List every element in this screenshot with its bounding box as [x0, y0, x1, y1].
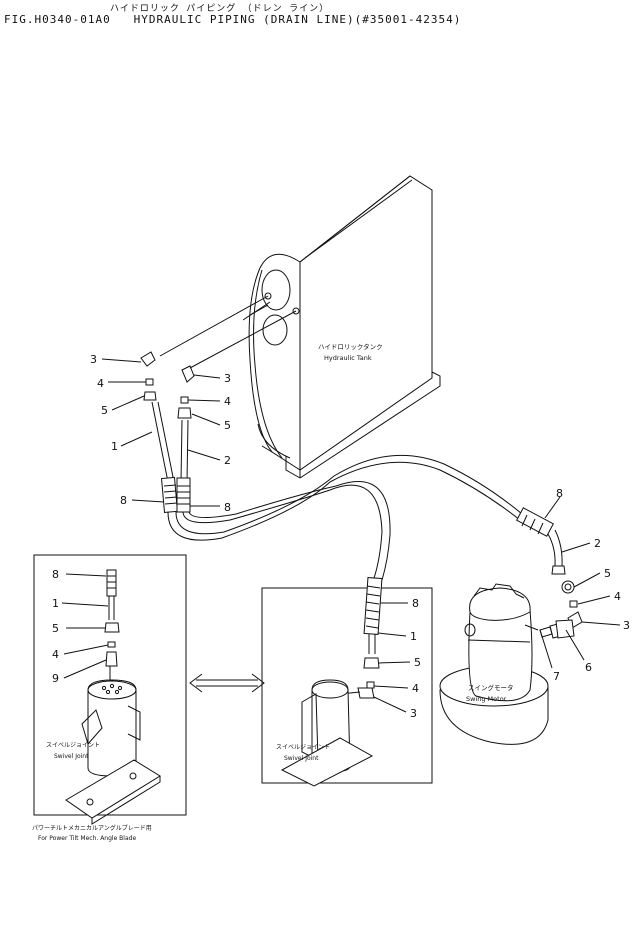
- double-arrow: [189, 673, 265, 693]
- figure-title: HYDRAULIC PIPING (DRAIN LINE)(#35001-423…: [133, 13, 462, 26]
- tank-label-en: Hydraulic Tank: [324, 354, 372, 362]
- callout-8-top-left: 8: [120, 494, 127, 507]
- callout-4-inset-center: 4: [412, 682, 419, 695]
- inset-standard: スイベルジョイント Swivel Joint: [261, 531, 433, 787]
- tank-label-jp: ハイドロリックタンク: [318, 342, 383, 351]
- callout-3-top-left: 3: [90, 353, 97, 366]
- figure-number: FIG.H0340-01A0: [4, 13, 111, 26]
- swivel-joint-label-jp-1: スイベルジョイント: [46, 742, 100, 749]
- callout-4-top-left: 4: [97, 377, 104, 390]
- note-label-en: For Power Tilt Mech. Angle Blade: [38, 835, 136, 842]
- callout-8-inset-left: 8: [52, 568, 59, 581]
- callout-7-motor: 7: [553, 670, 560, 683]
- leader-lines: [61, 358, 621, 713]
- inset-box-center: [261, 587, 433, 784]
- callout-5-top-right: 5: [224, 419, 231, 432]
- callout-3-top-right: 3: [224, 372, 231, 385]
- inset-power-tilt: スイベルジョイント Swivel Joint パワーチルトメカニカルアングルブレ…: [32, 554, 187, 842]
- callout-3-inset-center: 3: [410, 707, 417, 720]
- callout-8-top-right: 8: [224, 501, 231, 514]
- callout-9-inset-left: 9: [52, 672, 59, 685]
- callout-numbers: 3 4 5 1 8 3 4 5 2 8 8 2 5 4 3 7 6 8 1 5 …: [52, 353, 630, 720]
- callout-5-top-left: 5: [101, 404, 108, 417]
- callout-5-inset-center: 5: [414, 656, 421, 669]
- callout-2-motor: 2: [594, 537, 601, 550]
- hydraulic-tank: ハイドロリックタンク Hydraulic Tank: [159, 175, 441, 479]
- callout-2-top-right: 2: [224, 454, 231, 467]
- swing-motor: スイングモータ Swing Motor: [439, 583, 575, 745]
- swing-motor-label-jp: スイングモータ: [468, 683, 514, 692]
- callout-6-motor: 6: [585, 661, 592, 674]
- callout-3-motor: 3: [623, 619, 630, 632]
- swivel-joint-label-en-2: Swivel Joint: [284, 755, 319, 762]
- drain-hose-left: [140, 351, 178, 513]
- callout-1-inset-center: 1: [410, 630, 417, 643]
- callout-5-motor: 5: [604, 567, 611, 580]
- header-japanese-title: ハイドロリック パイピング （ドレン ライン）: [110, 4, 330, 14]
- swivel-joint-label-jp-2: スイベルジョイント: [276, 744, 330, 751]
- callout-4-top-right: 4: [224, 395, 231, 408]
- header-title-line: FIG.H0340-01A0 HYDRAULIC PIPING (DRAIN L…: [4, 13, 461, 26]
- callout-1-inset-left: 1: [52, 597, 59, 610]
- inset-box-left: [33, 554, 187, 816]
- note-label-jp: パワーチルトメカニカルアングルブレード用: [32, 824, 152, 832]
- callout-5-inset-left: 5: [52, 622, 59, 635]
- callout-1-top-left: 1: [111, 440, 118, 453]
- drain-hose-right: [176, 365, 195, 513]
- callout-4-inset-left: 4: [52, 648, 59, 661]
- callout-8-motor: 8: [556, 487, 563, 500]
- swing-motor-label-en: Swing Motor: [466, 695, 507, 703]
- swivel-joint-label-en-1: Swivel Joint: [54, 753, 89, 760]
- callout-8-inset-center: 8: [412, 597, 419, 610]
- long-drain-hose: [167, 454, 583, 629]
- callout-4-motor: 4: [614, 590, 621, 603]
